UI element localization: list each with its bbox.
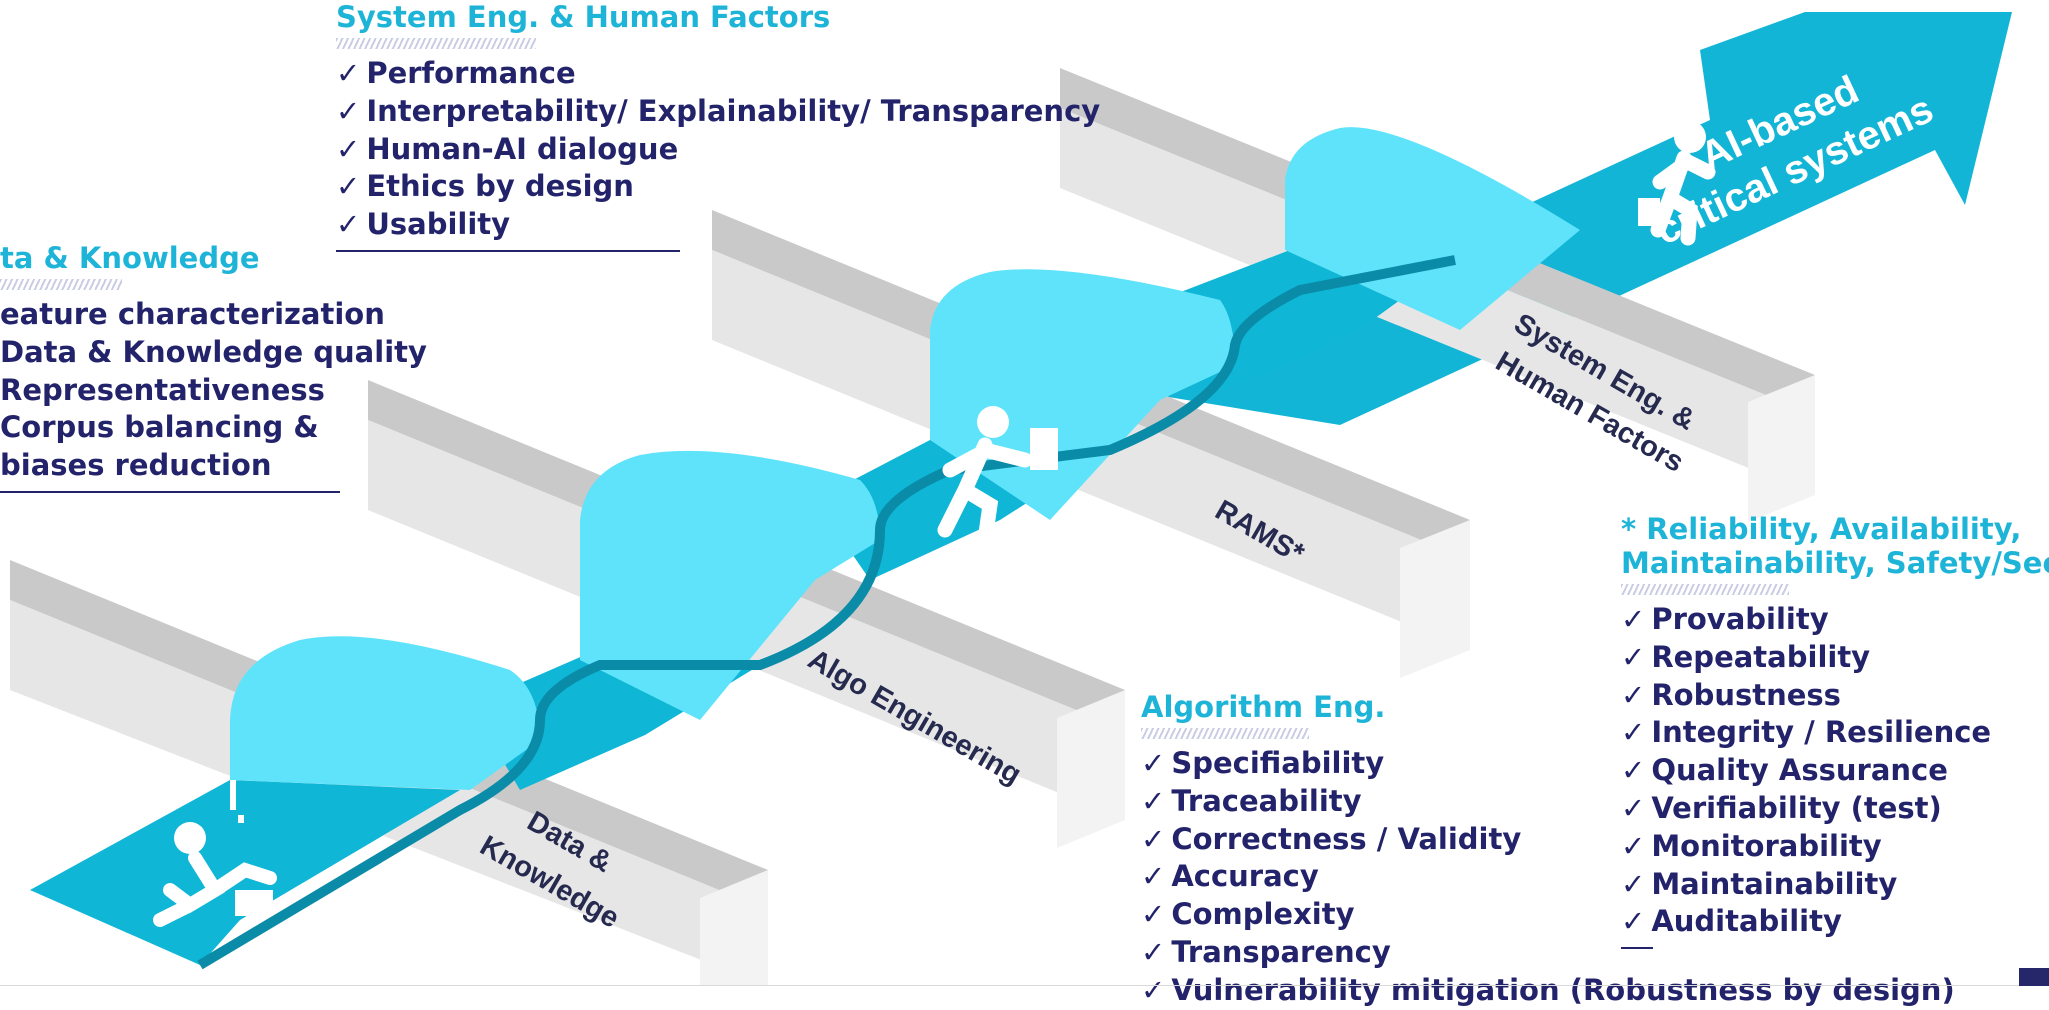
list-item: ✓Robustness bbox=[1621, 677, 1841, 712]
checkmark-icon: ✓ bbox=[1621, 904, 1646, 939]
panel-data-knowledge: ta & Knowledge eature characterization D… bbox=[0, 241, 427, 493]
checkmark-icon: ✓ bbox=[1621, 828, 1646, 863]
panel-title-line1: * Reliability, Availability, bbox=[1621, 512, 2022, 546]
panel-underline bbox=[1621, 947, 1653, 950]
hatch-divider bbox=[1621, 584, 1789, 595]
panel-rams: * Reliability, Availability, Maintainabi… bbox=[1621, 512, 2049, 950]
panel-title: Algorithm Eng. bbox=[1141, 690, 1386, 724]
checkmark-icon: ✓ bbox=[1141, 934, 1166, 969]
checklist: eature characterization Data & Knowledge… bbox=[0, 296, 427, 485]
list-item: ✓Vulnerability mitigation (Robustness by… bbox=[1141, 972, 1955, 1007]
pushing-person-alert-icon bbox=[153, 780, 277, 927]
checkmark-icon: ✓ bbox=[1621, 639, 1646, 674]
list-item: ✓Transparency bbox=[1141, 934, 1391, 969]
checkmark-icon: ✓ bbox=[1621, 715, 1646, 750]
panel-title-line2: Maintainability, Safety/Security bbox=[1621, 546, 2049, 580]
checkmark-icon: ✓ bbox=[336, 56, 361, 90]
checklist: ✓Specifiability ✓Traceability ✓Correctne… bbox=[1141, 745, 1955, 1010]
checkmark-icon: ✓ bbox=[1141, 746, 1166, 780]
list-item: ✓Accuracy bbox=[1141, 859, 1319, 894]
list-item: ✓Ethics by design bbox=[336, 169, 634, 204]
checklist: ✓Performance ✓Interpretability/ Explaina… bbox=[336, 55, 1101, 244]
checklist: ✓Provability ✓Repeatability ✓Robustness … bbox=[1621, 601, 2049, 941]
running-person-briefcase-icon-2 bbox=[937, 406, 1058, 548]
list-item: ✓Traceability bbox=[1141, 783, 1362, 818]
checkmark-icon: ✓ bbox=[1141, 859, 1166, 894]
list-item: ✓Specifiability bbox=[1141, 746, 1385, 780]
ribbon-riser-1 bbox=[230, 636, 540, 790]
list-item: Representativeness bbox=[0, 372, 325, 407]
list-item: ✓Integrity / Resilience bbox=[1621, 715, 1992, 750]
checkmark-icon: ✓ bbox=[1141, 972, 1166, 1007]
list-item: ✓Interpretability/ Explainability/ Trans… bbox=[336, 93, 1101, 128]
list-item: biases reduction bbox=[0, 448, 272, 483]
checkmark-icon: ✓ bbox=[1621, 602, 1646, 636]
list-item: ✓Maintainability bbox=[1621, 866, 1898, 901]
list-item: ✓Human-AI dialogue bbox=[336, 131, 679, 166]
list-item: ✓Repeatability bbox=[1621, 639, 1871, 674]
hatch-divider bbox=[1141, 728, 1309, 739]
list-item: ✓Auditability bbox=[1621, 904, 1842, 939]
panel-algorithm-eng: Algorithm Eng. ✓Specifiability ✓Traceabi… bbox=[1141, 690, 1955, 1010]
hatch-divider bbox=[0, 279, 122, 290]
checkmark-icon: ✓ bbox=[1141, 897, 1166, 932]
ribbon-riser-2 bbox=[580, 450, 880, 720]
list-item: ✓Usability bbox=[336, 207, 511, 242]
checkmark-icon: ✓ bbox=[1621, 790, 1646, 825]
list-item: ✓Monitorability bbox=[1621, 828, 1882, 863]
list-item: Corpus balancing & bbox=[0, 410, 319, 445]
checkmark-icon: ✓ bbox=[336, 169, 361, 204]
staircase-diagram: AI-based critical systems System Eng. & … bbox=[10, 12, 2012, 986]
checkmark-icon: ✓ bbox=[1141, 783, 1166, 818]
corner-mark bbox=[2019, 968, 2049, 986]
checkmark-icon: ✓ bbox=[336, 131, 361, 166]
checkmark-icon: ✓ bbox=[1141, 821, 1166, 856]
list-item: eature characterization bbox=[0, 297, 385, 331]
panel-system-eng: System Eng. & Human Factors ✓Performance… bbox=[336, 0, 1101, 252]
running-person-briefcase-icon bbox=[1638, 121, 1716, 246]
list-item: ✓Complexity bbox=[1141, 897, 1355, 932]
panel-underline bbox=[336, 249, 680, 252]
hatch-divider bbox=[336, 38, 536, 49]
list-item: ✓Provability bbox=[1621, 602, 1829, 636]
panel-title: ta & Knowledge bbox=[0, 241, 260, 275]
panel-underline bbox=[0, 490, 340, 493]
checkmark-icon: ✓ bbox=[336, 93, 361, 128]
checkmark-icon: ✓ bbox=[1621, 753, 1646, 788]
list-item: ✓Quality Assurance bbox=[1621, 753, 1948, 788]
list-item: Data & Knowledge quality bbox=[0, 334, 427, 369]
checkmark-icon: ✓ bbox=[336, 207, 361, 242]
list-item: ✓Performance bbox=[336, 56, 576, 90]
checkmark-icon: ✓ bbox=[1621, 677, 1646, 712]
panel-title: System Eng. & Human Factors bbox=[336, 0, 831, 34]
ribbon-edge bbox=[197, 255, 1456, 970]
list-item: ✓Verifiability (test) bbox=[1621, 790, 1942, 825]
checkmark-icon: ✓ bbox=[1621, 866, 1646, 901]
list-item: ✓Correctness / Validity bbox=[1141, 821, 1522, 856]
